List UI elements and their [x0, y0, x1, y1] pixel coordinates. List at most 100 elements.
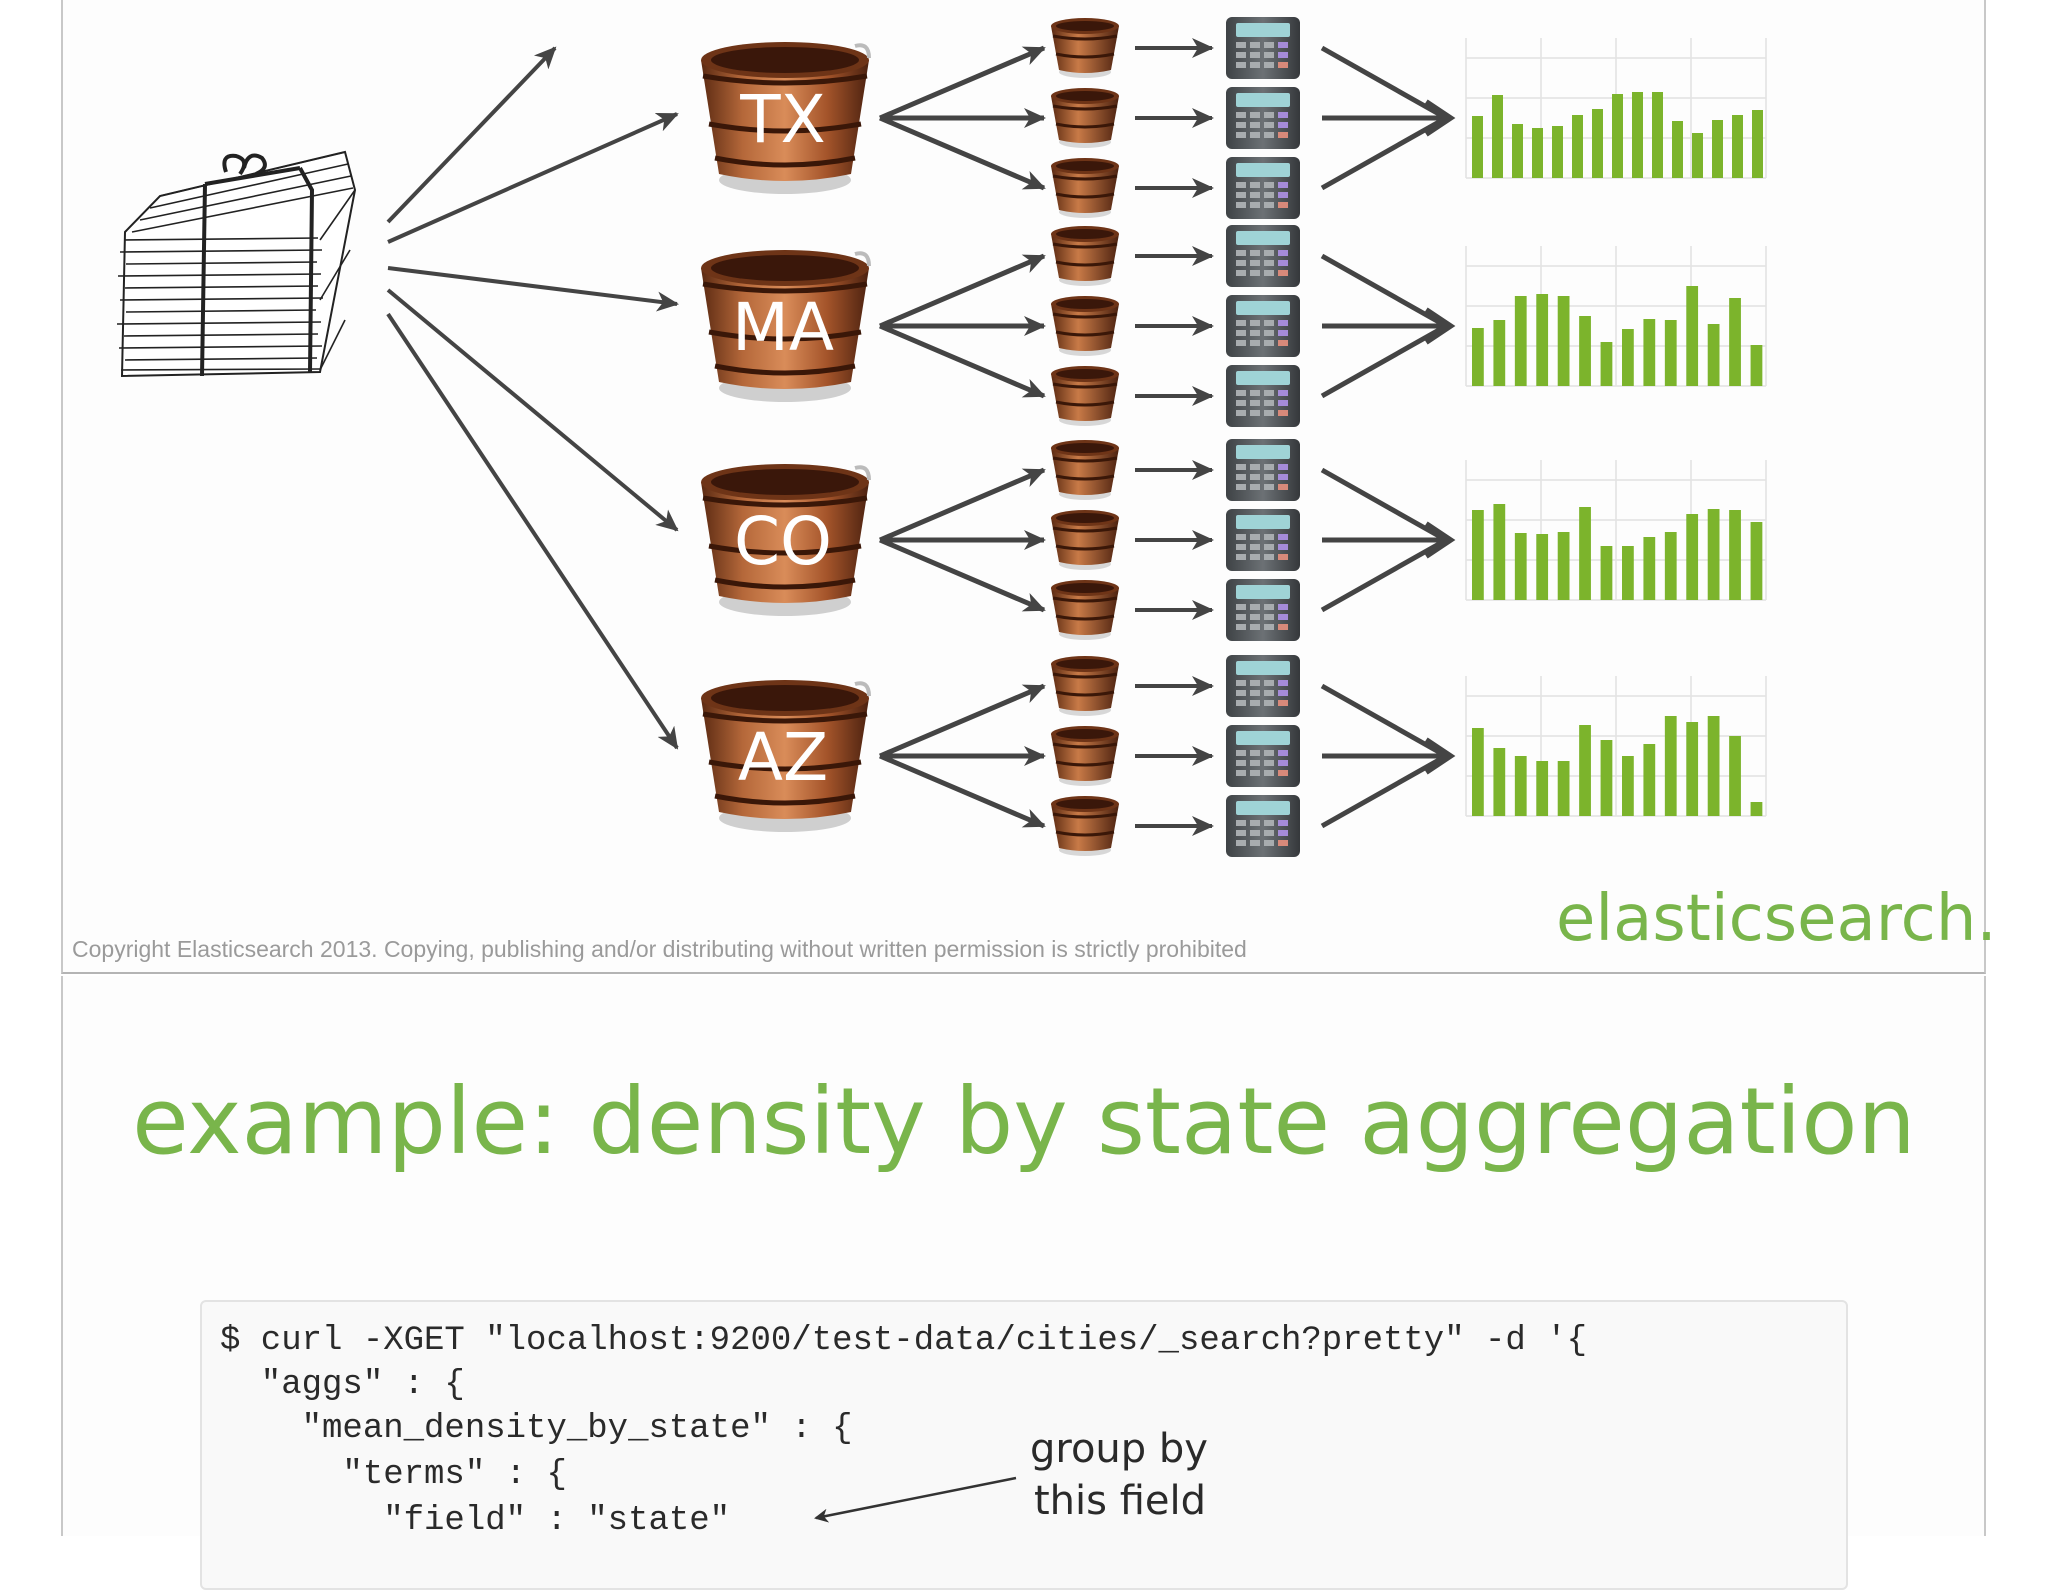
histogram-bar — [1472, 328, 1484, 386]
bucket-label: MA — [732, 289, 834, 366]
histogram-bar — [1592, 109, 1603, 178]
sub-bucket-icon — [1049, 294, 1121, 358]
calculator-icon — [1226, 295, 1300, 357]
histogram-bar — [1672, 121, 1683, 178]
calculator-icon — [1226, 509, 1300, 571]
calculator-icon — [1226, 225, 1300, 287]
histogram-bar — [1600, 342, 1613, 386]
histogram-chart — [1465, 676, 1767, 817]
histogram-bar — [1532, 128, 1543, 178]
calculator-icon — [1226, 655, 1300, 717]
histogram-bar — [1514, 296, 1527, 386]
bucket-label: AZ — [738, 719, 828, 796]
merge-arrow-head — [1424, 737, 1456, 775]
documents-stack-icon — [116, 150, 357, 378]
sub-bucket-icon — [1049, 156, 1121, 220]
histogram-bar — [1622, 756, 1634, 816]
code-line: "mean_density_by_state" : { — [220, 1410, 853, 1448]
histogram-bar — [1557, 761, 1570, 816]
histogram-bar — [1712, 120, 1723, 178]
sub-bucket-icon — [1049, 86, 1121, 150]
fanout-arrow — [879, 753, 1046, 829]
histogram-bar — [1643, 319, 1656, 386]
calculator-icon — [1226, 725, 1300, 787]
histogram-bar — [1632, 92, 1643, 178]
histogram-bar — [1493, 748, 1506, 816]
histogram-bar — [1492, 95, 1503, 178]
sub-bucket-icon — [1049, 724, 1121, 788]
fanout-arrow — [879, 467, 1046, 543]
bucket-label: CO — [734, 503, 832, 580]
merge-arrow-head — [1424, 307, 1456, 345]
histogram-bar — [1622, 546, 1634, 600]
histogram-bar — [1557, 296, 1570, 386]
histogram-bar — [1750, 522, 1763, 600]
code-line: $ curl -XGET "localhost:9200/test-data/c… — [220, 1322, 1588, 1360]
histogram-chart — [1465, 246, 1767, 387]
histogram-bar — [1686, 514, 1699, 600]
bucket-row-ma: MA — [701, 224, 1767, 428]
histogram-bar — [1552, 126, 1563, 178]
annotation-arrow — [814, 1476, 1017, 1523]
merge-arrow — [1320, 537, 1448, 613]
histogram-bar — [1652, 92, 1663, 178]
calculator-icon — [1226, 157, 1300, 219]
histogram-bar — [1514, 756, 1527, 816]
histogram-bar — [1472, 510, 1484, 600]
merge-arrow-head — [1424, 521, 1456, 559]
histogram-bar — [1600, 740, 1613, 816]
histogram-bar — [1472, 116, 1483, 178]
histogram-bar — [1664, 320, 1677, 386]
code-line: "aggs" : { — [220, 1366, 465, 1404]
histogram-bar — [1686, 286, 1699, 386]
calculator-icon — [1226, 795, 1300, 857]
histogram-chart — [1465, 38, 1767, 179]
source-arrows — [386, 46, 679, 750]
aggregation-diagram: TX MA CO AZ — [116, 16, 1767, 858]
histogram-bar — [1572, 115, 1583, 178]
fanout-arrow — [879, 115, 1046, 191]
sub-bucket-icon — [1049, 224, 1121, 288]
histogram-bar — [1664, 716, 1677, 816]
merge-arrow — [1320, 323, 1448, 399]
histogram-bar — [1514, 533, 1527, 600]
histogram-bar — [1729, 298, 1741, 386]
histogram-bar — [1579, 316, 1591, 386]
histogram-bar — [1732, 115, 1743, 178]
merge-arrow — [1320, 467, 1448, 543]
calculator-icon — [1226, 439, 1300, 501]
histogram-bar — [1622, 329, 1634, 386]
code-line: "field" : "state" — [220, 1502, 731, 1540]
histogram-bar — [1512, 124, 1523, 178]
histogram-bar — [1752, 110, 1763, 178]
histogram-bar — [1729, 510, 1741, 600]
sub-bucket-icon — [1049, 654, 1121, 718]
merge-arrow-head — [1424, 99, 1456, 137]
sub-bucket-icon — [1049, 16, 1121, 80]
calculator-icon — [1226, 365, 1300, 427]
histogram-bar — [1536, 534, 1549, 600]
histogram-bar — [1536, 294, 1549, 386]
histogram-chart — [1465, 460, 1767, 601]
bucket-label: TX — [739, 81, 826, 158]
histogram-bar — [1579, 507, 1591, 600]
fanout-arrow — [879, 683, 1046, 759]
sub-bucket-icon — [1049, 508, 1121, 572]
histogram-bar — [1643, 537, 1656, 600]
merge-arrow — [1320, 253, 1448, 329]
histogram-bar — [1579, 725, 1591, 816]
histogram-bar — [1643, 744, 1656, 816]
calculator-icon — [1226, 579, 1300, 641]
elasticsearch-logo: elasticsearch. — [1556, 882, 1997, 956]
histogram-bar — [1707, 324, 1720, 386]
annotation-line-2: this field — [1034, 1478, 1207, 1524]
sub-bucket-icon — [1049, 438, 1121, 502]
histogram-bar — [1612, 94, 1623, 178]
fanout-arrow — [879, 323, 1046, 399]
histogram-bar — [1493, 504, 1506, 600]
slide-title: example: density by state aggregation — [132, 1068, 1916, 1175]
fanout-arrow — [879, 537, 1046, 613]
copyright-text: Copyright Elasticsearch 2013. Copying, p… — [72, 936, 1247, 962]
histogram-bar — [1493, 320, 1506, 386]
fanout-arrow — [879, 253, 1046, 329]
